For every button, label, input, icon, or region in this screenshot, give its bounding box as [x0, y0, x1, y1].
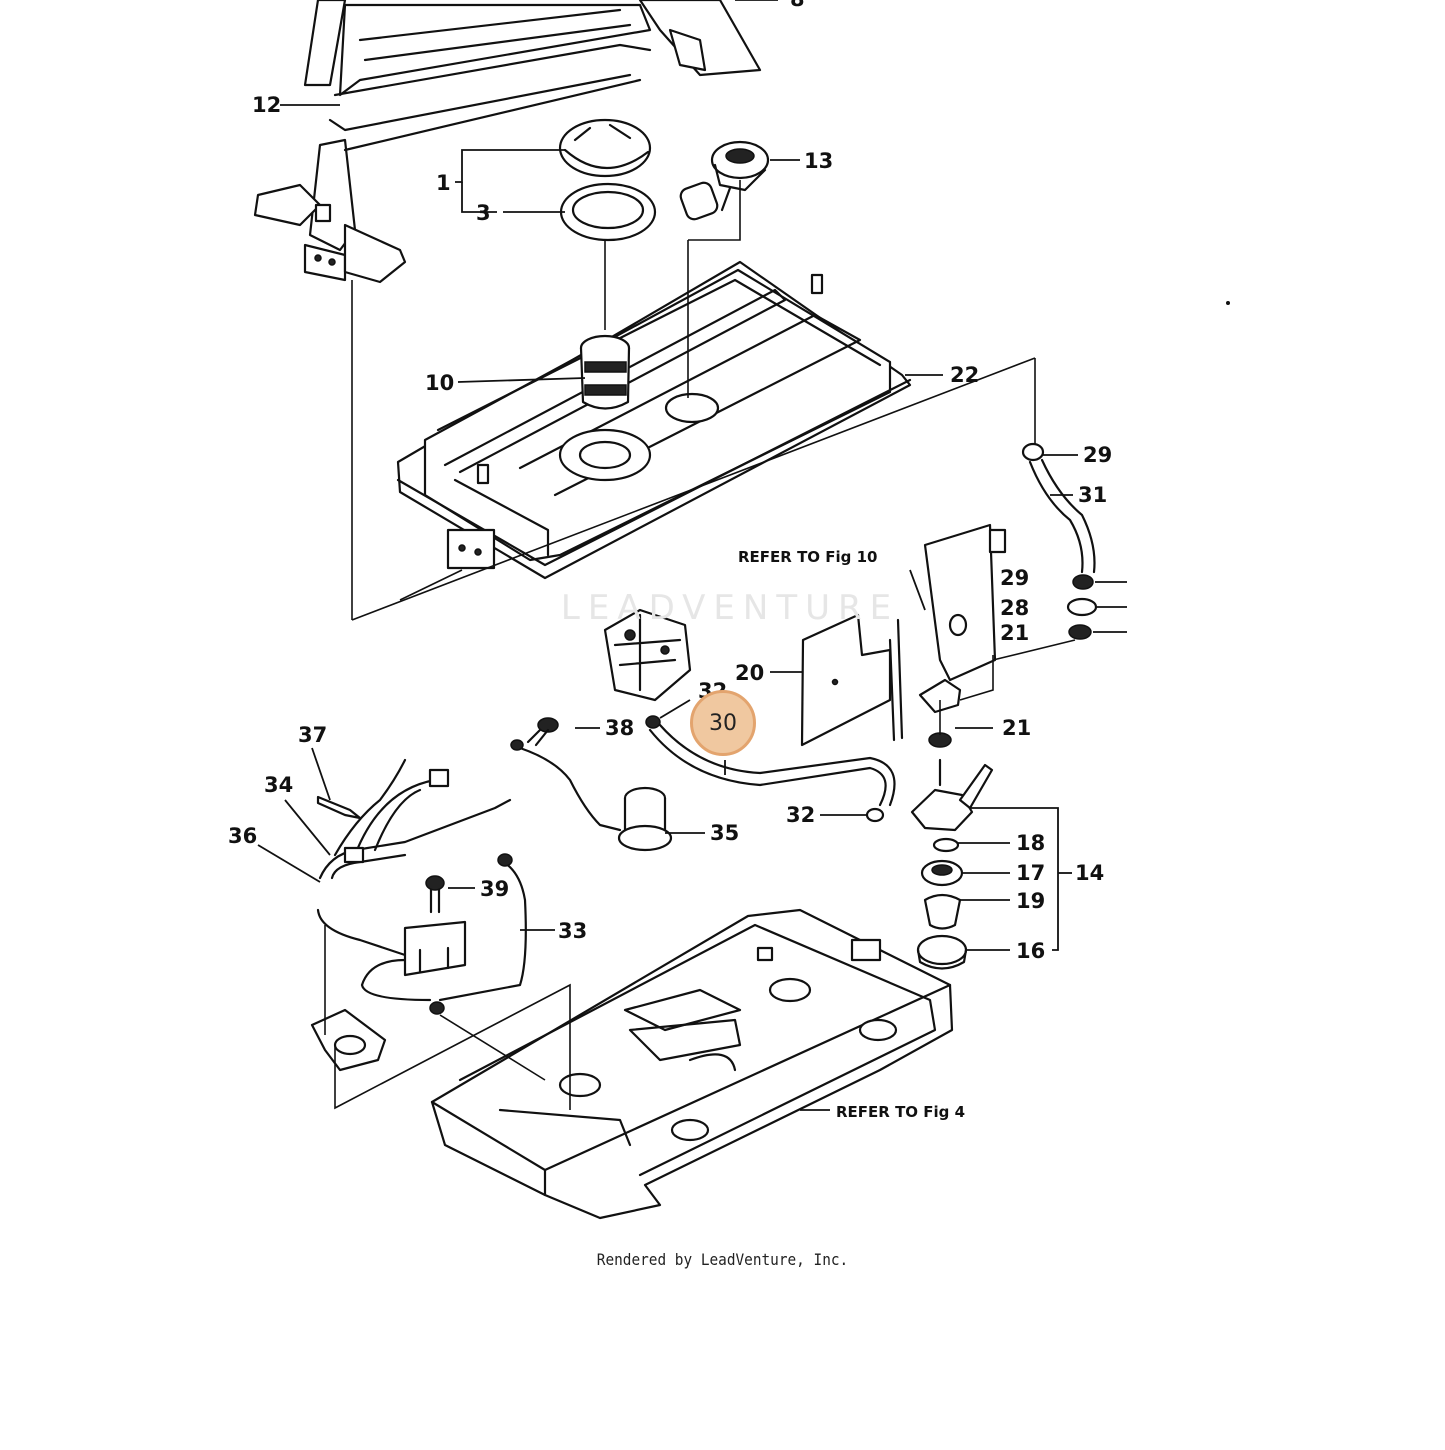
callout-32-lower: 32	[786, 803, 815, 827]
part-vent-fittings	[1021, 442, 1098, 640]
part-hood-frame	[253, 0, 762, 284]
callout-16: 16	[1016, 939, 1045, 963]
alignment-lines	[324, 180, 1076, 1110]
part-bolt-38	[526, 717, 559, 747]
callout-1: 1	[436, 171, 451, 195]
part-fuel-pump	[617, 786, 673, 852]
callout-12: 12	[252, 93, 281, 117]
part-bolt-39	[425, 875, 445, 914]
callout-3: 3	[476, 201, 491, 225]
callout-33: 33	[558, 919, 587, 943]
callout-labels: 12 1 3 13 8 10 22 29 31 29 28 21 21 20 1…	[228, 0, 1230, 1121]
callout-29-mid: 29	[1000, 566, 1029, 590]
watermark-text: LEADVENTURE	[560, 588, 900, 628]
part-fuel-line	[645, 715, 896, 823]
callout-36: 36	[228, 824, 257, 848]
part-mount-bracket	[310, 1008, 387, 1072]
leader-lines	[257, 0, 1127, 1111]
callout-18: 18	[1016, 831, 1045, 855]
callout-17: 17	[1016, 861, 1045, 885]
rendered-by-footer: Rendered by LeadVenture, Inc.	[596, 1250, 849, 1269]
callout-37: 37	[298, 723, 327, 747]
callout-34: 34	[264, 773, 293, 797]
callout-31: 31	[1078, 483, 1107, 507]
part-wiring-harness	[316, 739, 622, 1002]
part-tank-bracket	[918, 523, 1007, 714]
stray-dot	[1226, 301, 1230, 305]
callout-13: 13	[804, 149, 833, 173]
part-strap-plate	[800, 613, 904, 747]
callout-22: 22	[950, 363, 979, 387]
callout-14: 14	[1075, 861, 1104, 885]
part-fuel-cap	[558, 118, 652, 178]
part-fuel-gauge	[679, 140, 770, 221]
callout-8: 8	[790, 0, 805, 11]
part-fuel-tank	[396, 260, 912, 580]
callout-21-upper: 21	[1000, 621, 1029, 645]
part-relay-box	[403, 920, 467, 1015]
callout-35: 35	[710, 821, 739, 845]
refer-fig-4: REFER TO Fig 4	[836, 1103, 965, 1121]
part-cap-gasket	[559, 182, 657, 242]
part-fuel-valve	[910, 732, 994, 970]
callout-10: 10	[425, 371, 454, 395]
callout-28: 28	[1000, 596, 1029, 620]
callout-19: 19	[1016, 889, 1045, 913]
refer-fig-10: REFER TO Fig 10	[738, 548, 878, 566]
callout-39: 39	[480, 877, 509, 901]
part-filler-neck	[579, 334, 631, 410]
callout-29-top: 29	[1083, 443, 1112, 467]
callout-38: 38	[605, 716, 634, 740]
part-carburetor	[603, 608, 692, 702]
callout-20: 20	[735, 661, 764, 685]
highlighted-part-badge[interactable]: 30	[690, 690, 756, 756]
highlighted-part-number: 30	[709, 710, 737, 736]
part-bottom-tray	[430, 908, 954, 1220]
callout-21-lower: 21	[1002, 716, 1031, 740]
